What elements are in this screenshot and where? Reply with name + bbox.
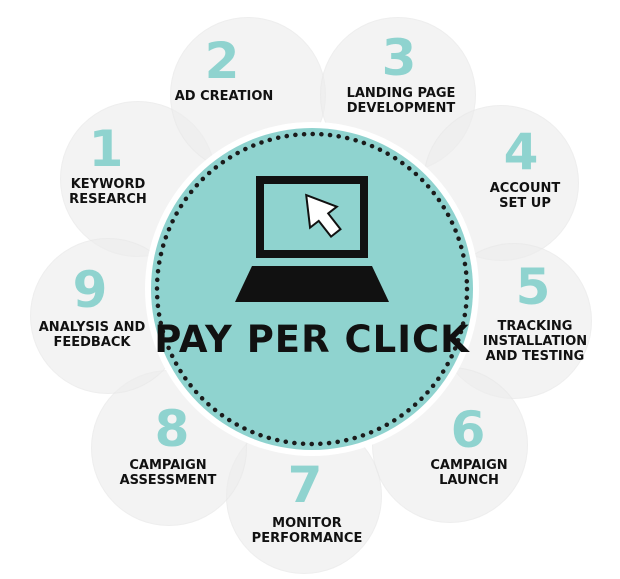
- step-4-label: ACCOUNT SET UP: [489, 181, 561, 211]
- step-3-label: LANDING PAGE DEVELOPMENT: [346, 86, 456, 116]
- step-9-label: ANALYSIS AND FEEDBACK: [38, 320, 146, 350]
- step-2-label: AD CREATION: [174, 89, 274, 104]
- step-7-label: MONITOR PERFORMANCE: [251, 516, 363, 546]
- step-4-number: 4: [503, 123, 539, 181]
- center-title: PAY PER CLICK: [154, 318, 470, 361]
- step-5-label: TRACKING INSTALLATION AND TESTING: [482, 319, 588, 364]
- step-8-number: 8: [154, 400, 190, 458]
- center-hub: PAY PER CLICK: [145, 122, 479, 456]
- step-8-label: CAMPAIGN ASSESSMENT: [119, 458, 217, 488]
- step-6-label: CAMPAIGN LAUNCH: [430, 458, 508, 488]
- step-1-number: 1: [88, 120, 124, 178]
- step-9-number: 9: [72, 261, 108, 319]
- laptop-with-cursor-icon: [235, 176, 389, 302]
- step-5-number: 5: [515, 258, 551, 316]
- step-3-number: 3: [381, 29, 417, 87]
- step-7-number: 7: [287, 456, 323, 514]
- step-2-number: 2: [204, 32, 240, 90]
- step-1-label: KEYWORD RESEARCH: [69, 177, 147, 207]
- step-6-number: 6: [450, 401, 486, 459]
